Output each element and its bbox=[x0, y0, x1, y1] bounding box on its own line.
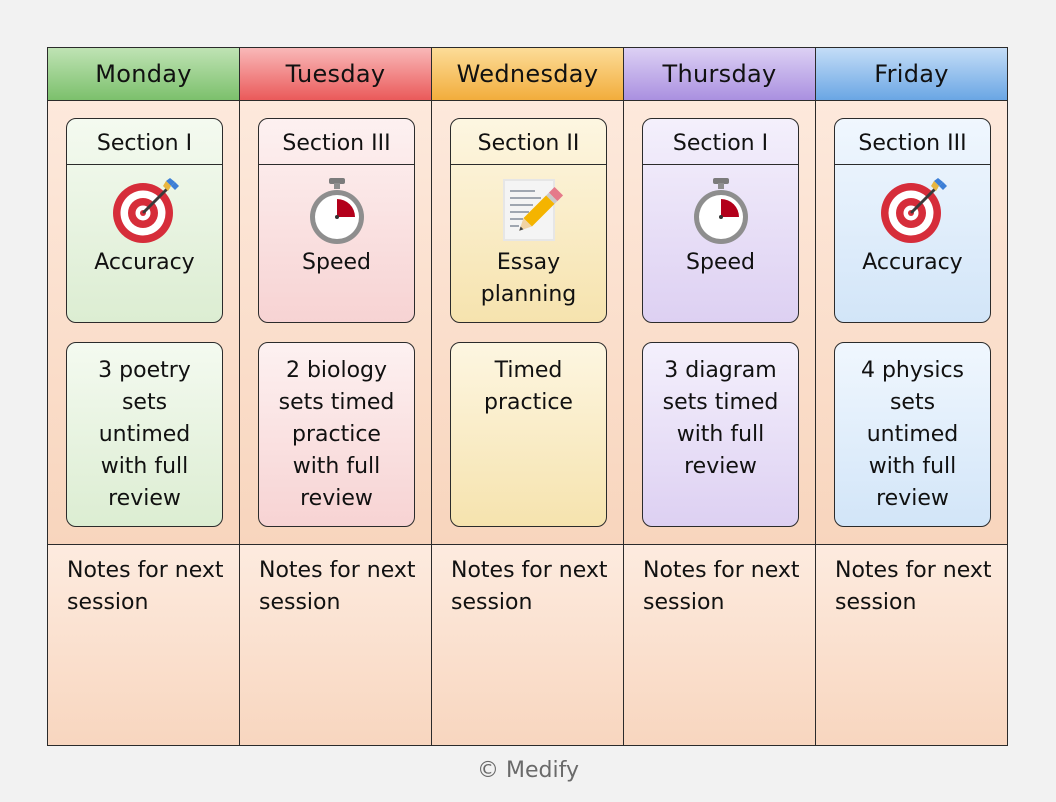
day-header: Thursday bbox=[624, 47, 815, 101]
focus-body: Essay planning bbox=[451, 165, 606, 322]
section-title: Section II bbox=[451, 119, 606, 165]
task-card: Timed practice bbox=[450, 342, 607, 527]
focus-body: Speed bbox=[643, 165, 798, 322]
day-header: Wednesday bbox=[432, 47, 623, 101]
focus-label: Accuracy bbox=[862, 250, 963, 275]
stopwatch-icon bbox=[303, 177, 371, 245]
section-title: Section III bbox=[835, 119, 990, 165]
focus-body: Speed bbox=[259, 165, 414, 322]
section-title: Section I bbox=[643, 119, 798, 165]
day-column-friday: Friday Section III Accuracy 4 physics se… bbox=[816, 47, 1008, 746]
focus-label: Essay planning bbox=[480, 250, 577, 307]
memo-pencil-icon bbox=[495, 177, 563, 245]
day-header: Tuesday bbox=[240, 47, 431, 101]
task-card: 3 diagram sets timed with full review bbox=[642, 342, 799, 527]
notes-cell: Notes for next session bbox=[240, 545, 431, 746]
target-icon bbox=[111, 177, 179, 245]
notes-cell: Notes for next session bbox=[432, 545, 623, 746]
task-card: 3 poetry sets untimed with full review bbox=[66, 342, 223, 527]
section-title: Section III bbox=[259, 119, 414, 165]
focus-label: Speed bbox=[302, 250, 371, 275]
focus-card: Section I Accuracy bbox=[66, 118, 223, 323]
stopwatch-icon bbox=[687, 177, 755, 245]
day-column-thursday: Thursday Section I Speed 3 diagram sets … bbox=[624, 47, 816, 746]
day-body: Section III Accuracy 4 physics sets unti… bbox=[816, 101, 1007, 545]
notes-cell: Notes for next session bbox=[48, 545, 239, 746]
day-body: Section III Speed 2 biology sets timed p… bbox=[240, 101, 431, 545]
focus-card: Section III Speed bbox=[258, 118, 415, 323]
day-header: Friday bbox=[816, 47, 1007, 101]
notes-cell: Notes for next session bbox=[624, 545, 815, 746]
task-card: 4 physics sets untimed with full review bbox=[834, 342, 991, 527]
focus-card: Section I Speed bbox=[642, 118, 799, 323]
notes-cell: Notes for next session bbox=[816, 545, 1007, 746]
focus-label: Accuracy bbox=[94, 250, 195, 275]
day-column-tuesday: Tuesday Section III Speed 2 biology sets… bbox=[240, 47, 432, 746]
target-icon bbox=[879, 177, 947, 245]
copyright-credit: © Medify bbox=[477, 758, 579, 783]
day-header: Monday bbox=[48, 47, 239, 101]
focus-label: Speed bbox=[686, 250, 755, 275]
focus-card: Section II Essay plannin bbox=[450, 118, 607, 323]
focus-body: Accuracy bbox=[67, 165, 222, 322]
focus-card: Section III Accuracy bbox=[834, 118, 991, 323]
weekly-schedule: Monday Section I Accuracy 3 poetry sets … bbox=[47, 47, 1008, 746]
day-column-wednesday: Wednesday Section II bbox=[432, 47, 624, 746]
day-column-monday: Monday Section I Accuracy 3 poetry sets … bbox=[48, 47, 240, 746]
section-title: Section I bbox=[67, 119, 222, 165]
focus-body: Accuracy bbox=[835, 165, 990, 322]
task-card: 2 biology sets timed practice with full … bbox=[258, 342, 415, 527]
day-body: Section II Essay plannin bbox=[432, 101, 623, 545]
day-body: Section I Accuracy 3 poetry sets untimed… bbox=[48, 101, 239, 545]
day-body: Section I Speed 3 diagram sets timed wit… bbox=[624, 101, 815, 545]
